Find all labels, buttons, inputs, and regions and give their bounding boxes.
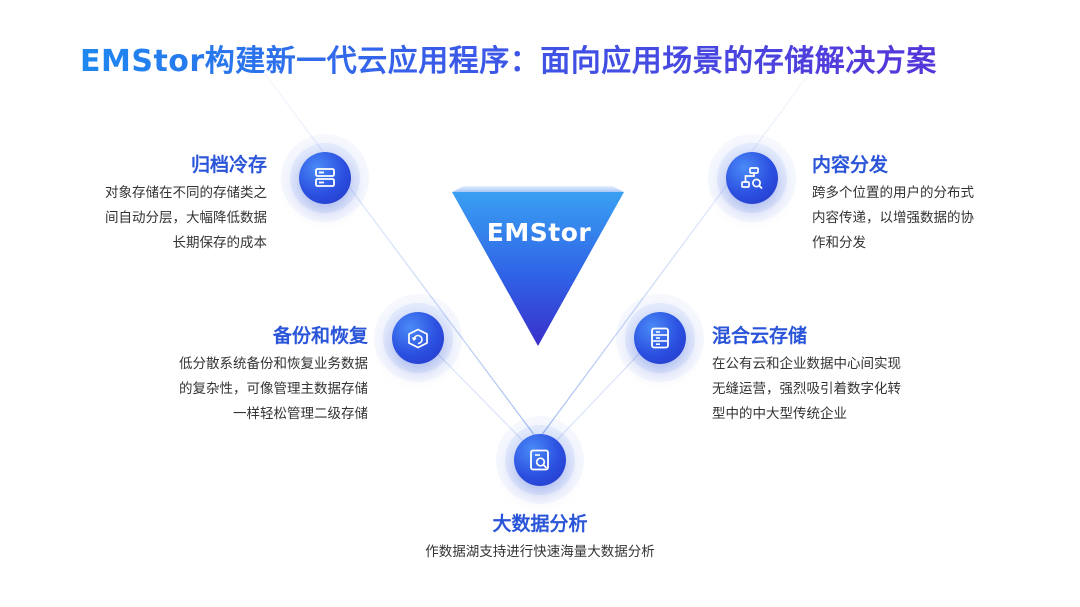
connector-right	[537, 69, 813, 441]
connector-hybrid	[539, 335, 657, 459]
center-triangle	[452, 186, 624, 346]
archive-node	[299, 152, 351, 204]
backup-node	[392, 312, 444, 364]
bigdata-node	[514, 434, 566, 486]
storage-list-icon	[651, 327, 669, 349]
archive-description: 对象存储在不同的存储类之 间自动分层，大幅降低数据 长期保存的成本	[105, 185, 267, 251]
content-node	[726, 152, 778, 204]
center-label: EMStor	[486, 218, 592, 247]
archive-title: 归档冷存	[190, 154, 267, 176]
backup-box-icon	[408, 328, 428, 349]
backup-title: 备份和恢复	[272, 325, 368, 347]
page-title: EMStor构建新一代云应用程序：面向应用场景的存储解决方案	[80, 40, 1020, 84]
content-title: 内容分发	[812, 154, 889, 176]
connector-backup	[419, 335, 541, 459]
bigdata-description: 作数据湖支持进行快速海量大数据分析	[425, 544, 655, 560]
hybrid-node	[634, 312, 686, 364]
content-description: 跨多个位置的用户的分布式 内容传递，以增强数据的协 作和分发	[812, 185, 974, 251]
network-search-icon	[741, 167, 763, 190]
hybrid-description: 在公有云和企业数据中心间实现 无缝运营，强烈吸引着数字化转 型中的中大型传统企业	[712, 356, 901, 422]
server-rack-icon	[315, 168, 335, 187]
hybrid-title: 混合云存储	[712, 325, 808, 347]
backup-description: 低分散系统备份和恢复业务数据 的复杂性，可像管理主数据存储 一样轻松管理二级存储	[179, 356, 368, 422]
connector-left	[261, 69, 539, 441]
bigdata-title: 大数据分析	[492, 513, 588, 535]
data-search-icon	[530, 449, 549, 471]
